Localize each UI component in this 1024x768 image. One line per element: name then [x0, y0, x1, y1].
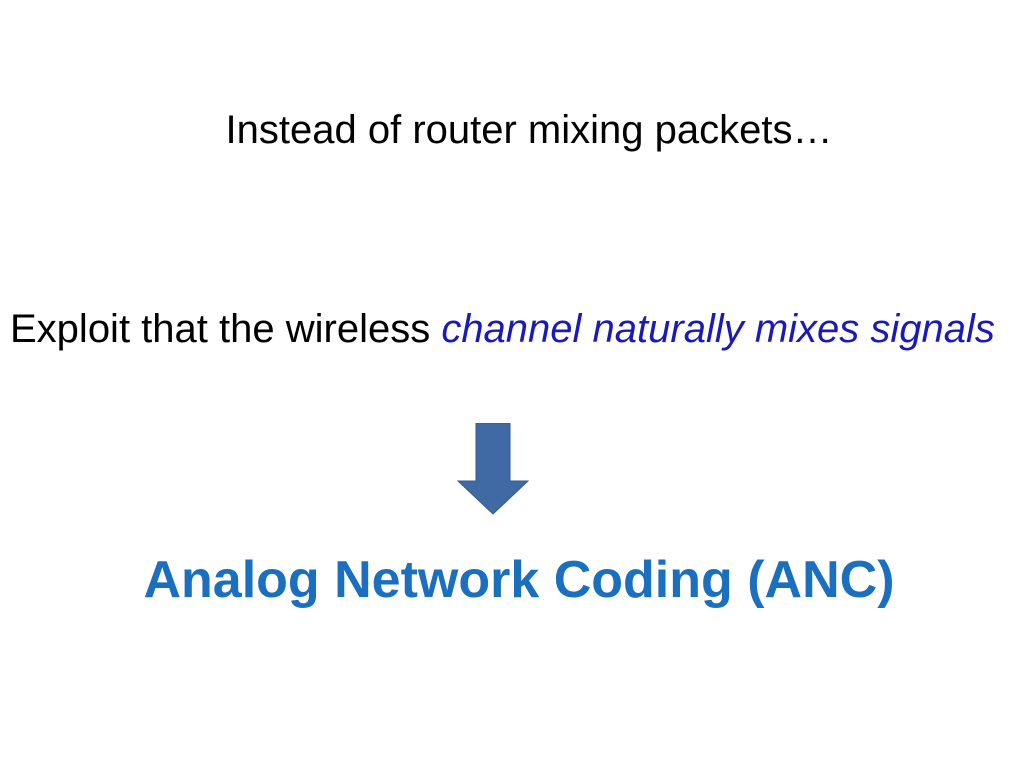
- intro-text: Instead of router mixing packets…: [225, 108, 833, 152]
- statement-prefix: Exploit that the wireless: [10, 307, 442, 351]
- statement-text: Exploit that the wireless channel natura…: [10, 303, 995, 355]
- down-arrow-icon: [457, 423, 529, 515]
- statement-highlight: channel naturally mixes signals: [441, 307, 995, 351]
- result-title: Analog Network Coding (ANC): [143, 551, 895, 609]
